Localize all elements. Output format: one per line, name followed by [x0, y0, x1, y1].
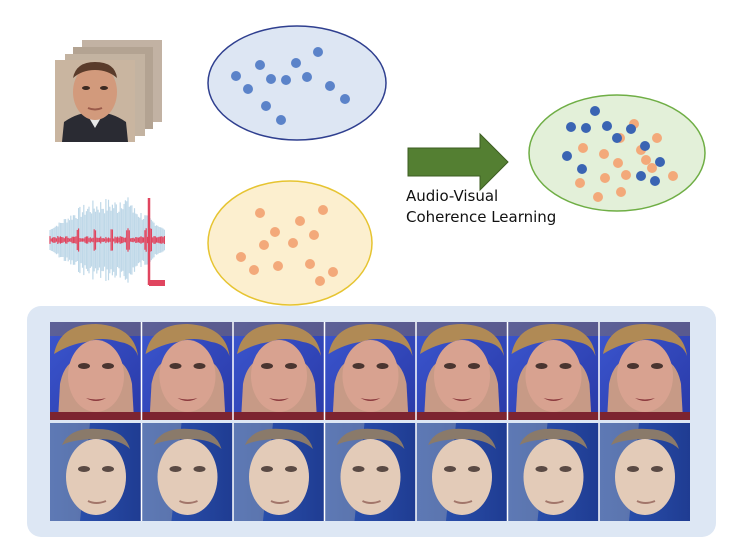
audio-feature-point [600, 173, 610, 183]
face-frame [599, 322, 690, 420]
right-arrow [407, 132, 509, 192]
face-frame [323, 422, 417, 522]
visual-feature-point [281, 75, 291, 85]
audio-feature-point [621, 170, 631, 180]
audio-feature-point [593, 192, 603, 202]
audio-feature-point [668, 171, 678, 181]
face-frame [233, 322, 324, 420]
face-frame [416, 322, 507, 420]
visual-feature-point [626, 124, 636, 134]
visual-feature-point [261, 101, 271, 111]
audio-feature-point [599, 149, 609, 159]
audio-feature-point [270, 227, 280, 237]
audio-feature-point [315, 276, 325, 286]
waveform-sample [149, 280, 165, 286]
visual-feature-point [650, 176, 660, 186]
audio-feature-point [288, 238, 298, 248]
top-face-strip [50, 322, 690, 420]
audio-feature-cluster [207, 180, 373, 306]
arrow-label: Audio-Visual Coherence Learning [406, 186, 556, 228]
audio-feature-point [259, 240, 269, 250]
bottom-face-strip [49, 422, 691, 522]
audio-feature-point [255, 208, 265, 218]
audio-feature-point [575, 178, 585, 188]
visual-feature-point [581, 123, 591, 133]
audio-feature-point [616, 187, 626, 197]
arrow-label-line2: Coherence Learning [406, 208, 557, 226]
audio-feature-point [236, 252, 246, 262]
face-frame [140, 422, 234, 522]
visual-feature-point [566, 122, 576, 132]
face-image-stack [55, 40, 162, 142]
audio-waveform [49, 197, 165, 286]
visual-feature-point [602, 121, 612, 131]
audio-feature-point [305, 259, 315, 269]
visual-feature-point [636, 171, 646, 181]
visual-feature-point [562, 151, 572, 161]
visual-feature-point [313, 47, 323, 57]
audio-feature-point [295, 216, 305, 226]
visual-feature-point [243, 84, 253, 94]
face-frame [598, 422, 691, 522]
visual-feature-point [276, 115, 286, 125]
face-frame [506, 422, 600, 522]
joint-feature-cluster [528, 94, 706, 212]
visual-feature-point [655, 157, 665, 167]
visual-feature-point [302, 72, 312, 82]
audio-feature-point [578, 143, 588, 153]
visual-feature-point [325, 81, 335, 91]
visual-feature-point [612, 133, 622, 143]
face-frame [415, 422, 508, 522]
face-frame [507, 322, 599, 420]
visual-feature-cluster [207, 25, 387, 141]
visual-feature-point [590, 106, 600, 116]
audio-feature-point [273, 261, 283, 271]
audio-feature-point [613, 158, 623, 168]
arrow-label-line1: Audio-Visual [406, 187, 499, 205]
visual-feature-point [255, 60, 265, 70]
visual-feature-point [231, 71, 241, 81]
face-frame [49, 422, 142, 522]
visual-feature-point [340, 94, 350, 104]
face-frame [141, 322, 233, 420]
visual-feature-point [640, 141, 650, 151]
audio-feature-point [318, 205, 328, 215]
audio-feature-point [641, 155, 651, 165]
visual-feature-point [291, 58, 301, 68]
audio-feature-point [309, 230, 319, 240]
face-frame [324, 322, 416, 420]
visual-feature-point [266, 74, 276, 84]
audio-feature-point [647, 163, 657, 173]
face-frame [50, 322, 141, 420]
audio-feature-point [249, 265, 259, 275]
visual-feature-point [577, 164, 587, 174]
face-frame [232, 422, 325, 522]
audio-feature-point [652, 133, 662, 143]
visual-cluster-ellipse [207, 25, 387, 141]
audio-feature-point [328, 267, 338, 277]
